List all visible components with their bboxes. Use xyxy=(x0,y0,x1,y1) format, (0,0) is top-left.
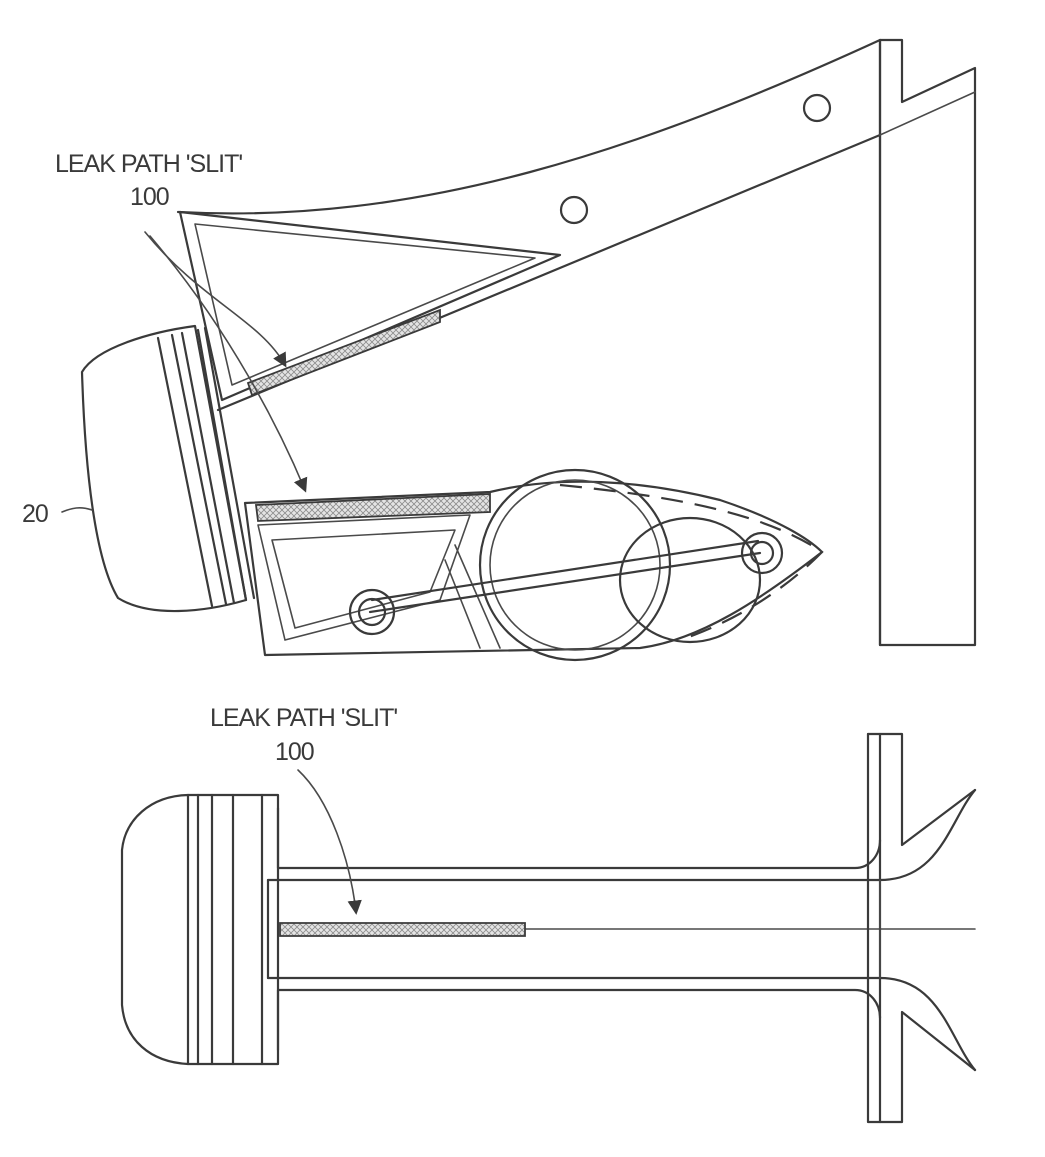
top-lower-slit xyxy=(254,493,491,522)
top-pivot-left xyxy=(348,588,396,636)
top-dashed-rim xyxy=(559,483,824,642)
top-triangular-cavity xyxy=(178,210,562,402)
bottom-connector-cap xyxy=(120,793,280,1066)
bottom-leak-path-ref: 100 xyxy=(275,738,314,766)
bottom-assembly: LEAK PATH 'SLIT' 100 xyxy=(120,704,977,1124)
bottom-leader-line xyxy=(297,769,362,915)
bottom-mounting-plate xyxy=(866,732,977,1124)
top-connector-cap xyxy=(80,324,256,613)
top-pivot-right xyxy=(740,531,784,575)
top-hole-upper-mid xyxy=(559,195,589,225)
bottom-slit xyxy=(279,922,526,937)
top-leader-lines xyxy=(61,231,308,513)
top-hole-upper-right xyxy=(802,93,832,123)
top-assembly: LEAK PATH 'SLIT' 100 20 xyxy=(22,38,977,662)
top-part-ref: 20 xyxy=(22,500,48,528)
top-mounting-plate xyxy=(878,38,977,647)
top-lower-body xyxy=(243,468,824,662)
bottom-leak-path-label: LEAK PATH 'SLIT' xyxy=(210,704,397,732)
top-oval-lobe xyxy=(618,516,762,644)
top-large-wheel xyxy=(478,468,672,662)
top-leak-path-ref: 100 xyxy=(130,183,169,211)
top-leak-path-label: LEAK PATH 'SLIT' xyxy=(55,150,242,178)
top-upper-slit xyxy=(246,308,441,397)
